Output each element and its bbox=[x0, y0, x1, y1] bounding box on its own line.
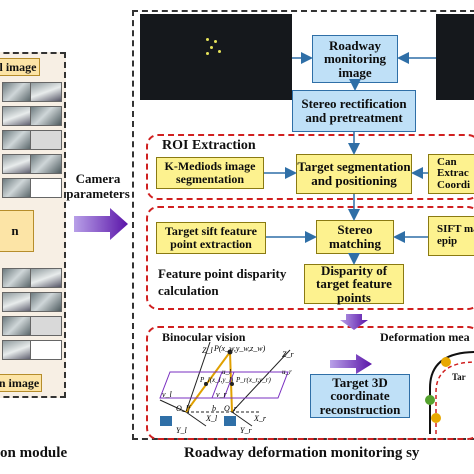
calib-top-label: l image bbox=[0, 58, 40, 76]
calib-thumb bbox=[30, 292, 62, 312]
yl-label: Y_l bbox=[176, 426, 187, 435]
f-label: f bbox=[188, 404, 191, 413]
camera-params-arrow bbox=[74, 208, 128, 240]
vr-label: v_r bbox=[216, 390, 227, 399]
xr-label: X_r bbox=[254, 414, 266, 423]
calib-mid-label: n bbox=[0, 210, 34, 252]
zl-label: Z_l bbox=[202, 346, 213, 355]
reconstruction-region bbox=[146, 326, 474, 440]
ur-label: u_r bbox=[282, 368, 292, 376]
right-camera-image bbox=[436, 14, 474, 100]
calib-thumb bbox=[30, 340, 62, 360]
pl-label: P_l(x_l,y_l) bbox=[200, 376, 234, 384]
deformation-label: Deformation mea bbox=[380, 330, 470, 344]
main-title: Roadway deformation monitoring sy bbox=[184, 445, 420, 461]
calib-thumbs-top bbox=[2, 82, 62, 198]
camera-parameters-label: Camera parameters bbox=[66, 171, 130, 201]
sift-right-box: SIFT ma epip bbox=[428, 216, 474, 256]
kmedoids-box: K-Mediods image segmentation bbox=[156, 157, 264, 189]
b-label: b bbox=[212, 404, 216, 413]
calib-thumb bbox=[30, 268, 62, 288]
calib-thumb bbox=[30, 178, 62, 198]
calib-module-label: on module bbox=[0, 445, 68, 461]
feature-point-region bbox=[146, 206, 474, 310]
canny-box: Can Extrac Coordi bbox=[428, 154, 474, 194]
calib-thumb bbox=[30, 106, 62, 126]
calib-bottom-label: n image bbox=[0, 374, 42, 392]
target-segmentation-box: Target segmentation and positioning bbox=[296, 154, 412, 194]
feature-point-label: Feature point disparity calculation bbox=[158, 266, 287, 298]
ul-label: u_l bbox=[222, 368, 231, 376]
left-camera-image bbox=[140, 14, 292, 100]
monitoring-image-box: Roadway monitoring image bbox=[312, 35, 398, 83]
calib-thumb bbox=[30, 82, 62, 102]
calib-thumb bbox=[30, 130, 62, 150]
point-label: P(x_w,y_w,z_w) bbox=[214, 344, 266, 353]
reconstruction-box: Target 3D coordinate reconstruction bbox=[310, 374, 410, 418]
recon-arrow bbox=[330, 354, 372, 374]
stereo-rectification-box: Stereo rectification and pretreatment bbox=[292, 90, 416, 132]
binocular-label: Binocular vision bbox=[162, 330, 246, 344]
down-arrow bbox=[340, 314, 368, 330]
zr-label: Z_r bbox=[282, 350, 294, 359]
pr-label: P_r(x_r,y_r) bbox=[236, 376, 271, 384]
calib-thumbs-bottom bbox=[2, 268, 62, 360]
vl-label: v_l bbox=[162, 390, 172, 399]
deform-tag: Tar bbox=[452, 372, 466, 382]
ol-label: O_l bbox=[176, 404, 188, 413]
roi-title: ROI Extraction bbox=[162, 138, 256, 153]
calib-thumb bbox=[30, 154, 62, 174]
disparity-box: Disparity of target feature points bbox=[304, 263, 404, 304]
sift-extraction-box: Target sift feature point extraction bbox=[156, 222, 266, 254]
or-label: O_r bbox=[224, 404, 237, 413]
xl-label: X_l bbox=[206, 414, 218, 423]
yr-label: Y_r bbox=[240, 426, 252, 435]
roi-extraction-region bbox=[146, 134, 474, 200]
calib-thumb bbox=[30, 316, 62, 336]
